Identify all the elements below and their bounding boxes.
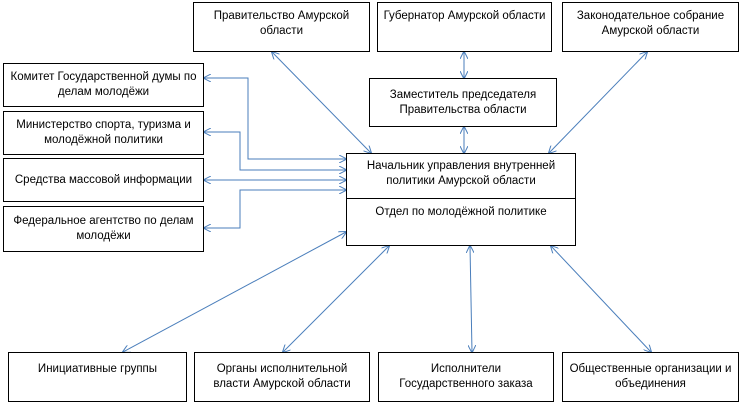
public-organizations-box: Общественные организации и объединения xyxy=(562,352,739,402)
arrow-government-central xyxy=(272,52,371,153)
arrow-legislature-central xyxy=(549,52,647,153)
initiative-groups-label: Инициативные группы xyxy=(37,363,158,375)
governor-box: Губернатор Амурской области xyxy=(377,2,552,52)
central-box: Начальник управления внутренней политики… xyxy=(346,153,576,246)
youth-policy-department-label: Отдел по молодёжной политике xyxy=(375,206,547,218)
executive-bodies-box: Органы исполнительной власти Амурской об… xyxy=(194,352,370,402)
duma-committee-box: Комитет Государственной думы по делам мо… xyxy=(3,63,204,107)
state-contractors-box: Исполнители Государственного заказа xyxy=(378,352,554,402)
deputy-label: Заместитель председателя Правительства о… xyxy=(389,88,537,116)
executive-bodies-label: Органы исполнительной власти Амурской об… xyxy=(213,363,351,390)
government-box: Правительство Амурской области xyxy=(193,2,370,52)
government-label: Правительство Амурской области xyxy=(213,10,350,37)
head-of-department: Начальник управления внутренней политики… xyxy=(347,154,575,198)
public-organizations-label: Общественные организации и объединения xyxy=(569,363,732,390)
arrow-federal-agency-central xyxy=(204,190,346,228)
arrow-central-public-organizations xyxy=(551,246,651,352)
federal-agency-label: Федеральное агентство по делам молодёжи xyxy=(13,215,194,242)
deputy-box: Заместитель председателя Правительства о… xyxy=(369,78,557,127)
media-label: Средства массовой информации xyxy=(14,173,193,186)
duma-committee-label: Комитет Государственной думы по делам мо… xyxy=(10,71,197,98)
legislature-label: Законодательное собрание Амурской област… xyxy=(576,10,725,37)
arrow-central-executive-bodies xyxy=(283,246,389,352)
initiative-groups-box: Инициативные группы xyxy=(8,352,187,402)
arrow-duma-central xyxy=(204,78,346,159)
federal-agency-box: Федеральное агентство по делам молодёжи xyxy=(3,206,204,252)
media-box: Средства массовой информации xyxy=(3,158,204,202)
ministry-box: Министерство спорта, туризма и молодёжно… xyxy=(3,111,204,155)
arrow-central-state-contractors xyxy=(470,246,472,352)
governor-label: Губернатор Амурской области xyxy=(383,10,546,22)
ministry-label: Министерство спорта, туризма и молодёжно… xyxy=(16,119,191,146)
youth-policy-department: Отдел по молодёжной политике xyxy=(347,198,575,245)
legislature-box: Законодательное собрание Амурской област… xyxy=(562,2,739,52)
head-of-department-label: Начальник управления внутренней политики… xyxy=(366,160,556,187)
state-contractors-label: Исполнители Государственного заказа xyxy=(399,363,533,390)
arrow-ministry-central xyxy=(204,132,346,170)
